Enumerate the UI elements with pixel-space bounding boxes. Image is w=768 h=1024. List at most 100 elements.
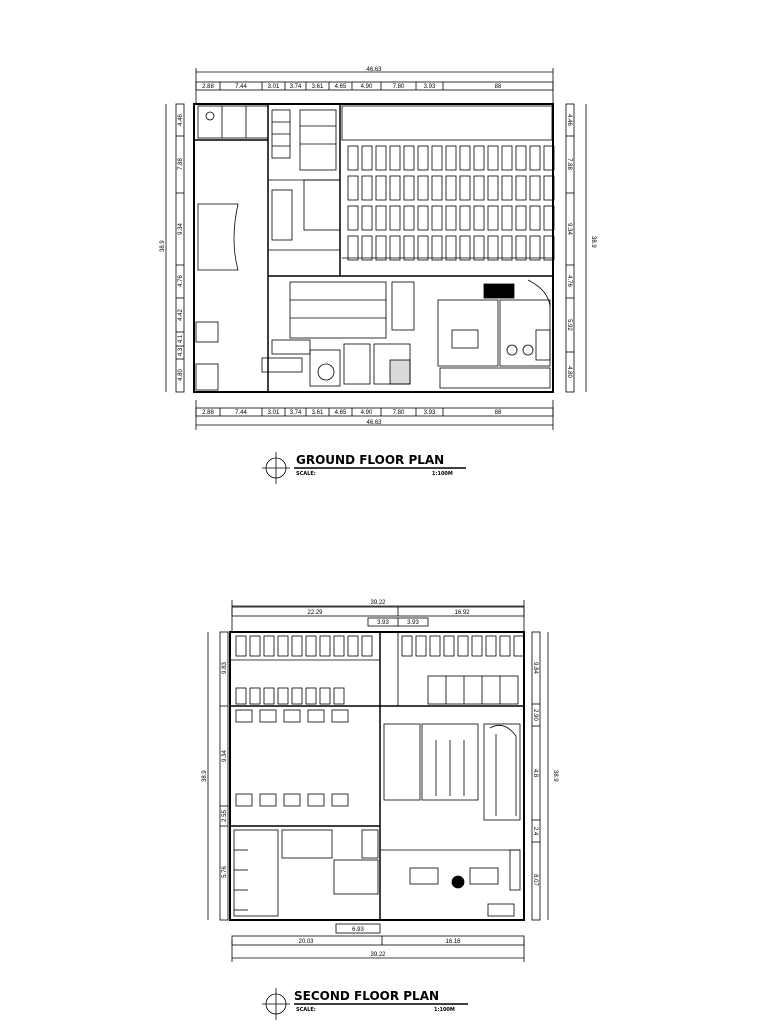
g-top-dim-3: 3.74 <box>290 84 302 90</box>
ground-left-dim-7: 4.80 <box>178 369 184 381</box>
chair-icon <box>259 709 277 723</box>
bed-icon <box>235 635 247 657</box>
bed-icon <box>515 145 527 171</box>
bed-icon <box>361 235 373 261</box>
bed-icon <box>403 205 415 231</box>
bed-icon <box>473 145 485 171</box>
bed-icon <box>291 635 303 657</box>
second-total-dim-top: 39.22 <box>370 600 386 606</box>
bed-icon <box>543 235 555 261</box>
ground-left-dim-4: 4.42 <box>178 309 184 321</box>
chair-icon <box>235 709 253 723</box>
second-floor-scale-label: SCALE: <box>296 1007 316 1013</box>
bed-icon <box>361 175 373 201</box>
bed-icon <box>501 205 513 231</box>
bed-icon <box>445 145 457 171</box>
g-top-dim-7: 7.80 <box>393 84 405 90</box>
bed-icon <box>515 205 527 231</box>
ground-right-dim-5: 4.80 <box>566 366 572 378</box>
g-top-dim-9: 88 <box>495 84 502 90</box>
second-dim-inner-right: 3.93 <box>407 620 419 626</box>
bed-icon <box>361 205 373 231</box>
bed-icon <box>417 235 429 261</box>
g-bot-dim-2: 3.01 <box>268 410 280 416</box>
bed-icon <box>471 635 483 657</box>
chair-icon <box>283 709 301 723</box>
ground-left-dim-6: 4.3 <box>178 347 184 356</box>
second-left-dim-2: 2.55 <box>222 810 228 822</box>
bed-icon <box>417 145 429 171</box>
bed-icon <box>415 635 427 657</box>
bed-icon <box>459 205 471 231</box>
bed-icon <box>431 235 443 261</box>
second-right-dim-3: 2.4 <box>532 827 538 836</box>
bed-icon <box>375 205 387 231</box>
bed-icon <box>543 205 555 231</box>
second-floor-title-marker <box>262 988 468 1020</box>
ground-left-dim-0: 4.46 <box>178 114 184 126</box>
second-depth-left: 38.9 <box>202 770 208 782</box>
second-left-dim-1: 9.34 <box>222 750 228 762</box>
chair-icon <box>331 793 349 807</box>
bed-icon <box>347 635 359 657</box>
bed-icon <box>445 175 457 201</box>
bed-icon <box>305 687 317 705</box>
bed-icon <box>431 145 443 171</box>
ground-total-dim-top: 46.63 <box>366 67 382 73</box>
chair-icon <box>259 793 277 807</box>
chair-icon <box>283 793 301 807</box>
bed-icon <box>417 205 429 231</box>
bed-icon <box>319 687 331 705</box>
bed-icon <box>543 145 555 171</box>
bed-icon <box>389 235 401 261</box>
g-bot-dim-6: 4.90 <box>361 410 373 416</box>
chair-icon <box>331 709 349 723</box>
bed-icon <box>403 145 415 171</box>
bed-icon <box>375 175 387 201</box>
bed-icon <box>249 687 261 705</box>
bed-icon <box>431 205 443 231</box>
bed-icon <box>347 235 359 261</box>
g-top-dim-5: 4.65 <box>335 84 347 90</box>
bed-icon <box>459 145 471 171</box>
bed-icon <box>485 635 497 657</box>
ground-left-dim-3: 4.76 <box>178 275 184 287</box>
bed-icon <box>501 235 513 261</box>
bed-icon <box>459 175 471 201</box>
bed-icon <box>361 145 373 171</box>
bed-icon <box>389 175 401 201</box>
ground-right-dim-3: 4.76 <box>566 275 572 287</box>
bed-icon <box>277 687 289 705</box>
bed-icon <box>431 175 443 201</box>
second-total-dim-bottom: 39.22 <box>370 952 386 958</box>
bed-icon <box>401 635 413 657</box>
g-top-dim-0: 2.88 <box>202 84 214 90</box>
g-bot-dim-7: 7.80 <box>393 410 405 416</box>
bed-icon <box>347 205 359 231</box>
bed-icon <box>347 145 359 171</box>
bed-icon <box>457 635 469 657</box>
bed-icon <box>375 235 387 261</box>
ground-right-dim-4: 5.92 <box>566 319 572 331</box>
bed-icon <box>501 145 513 171</box>
bed-icon <box>529 235 541 261</box>
bed-icon <box>529 175 541 201</box>
bed-icon <box>501 175 513 201</box>
chair-icon <box>307 793 325 807</box>
g-bot-dim-1: 7.44 <box>235 410 247 416</box>
bed-icon <box>291 687 303 705</box>
bed-icon <box>333 687 345 705</box>
second-dim-bottom-left: 20.03 <box>298 939 314 945</box>
second-floor-plan <box>207 600 549 962</box>
bed-icon <box>445 205 457 231</box>
bed-icon <box>487 145 499 171</box>
chair-icon <box>235 793 253 807</box>
second-left-dim-3: 5.76 <box>222 866 228 878</box>
bed-icon <box>305 635 317 657</box>
g-bot-dim-9: 88 <box>495 410 502 416</box>
bed-icon <box>515 235 527 261</box>
bed-icon <box>277 635 289 657</box>
ground-left-dim-5: 4.1 <box>178 334 184 343</box>
bed-icon <box>347 175 359 201</box>
bed-icon <box>529 145 541 171</box>
